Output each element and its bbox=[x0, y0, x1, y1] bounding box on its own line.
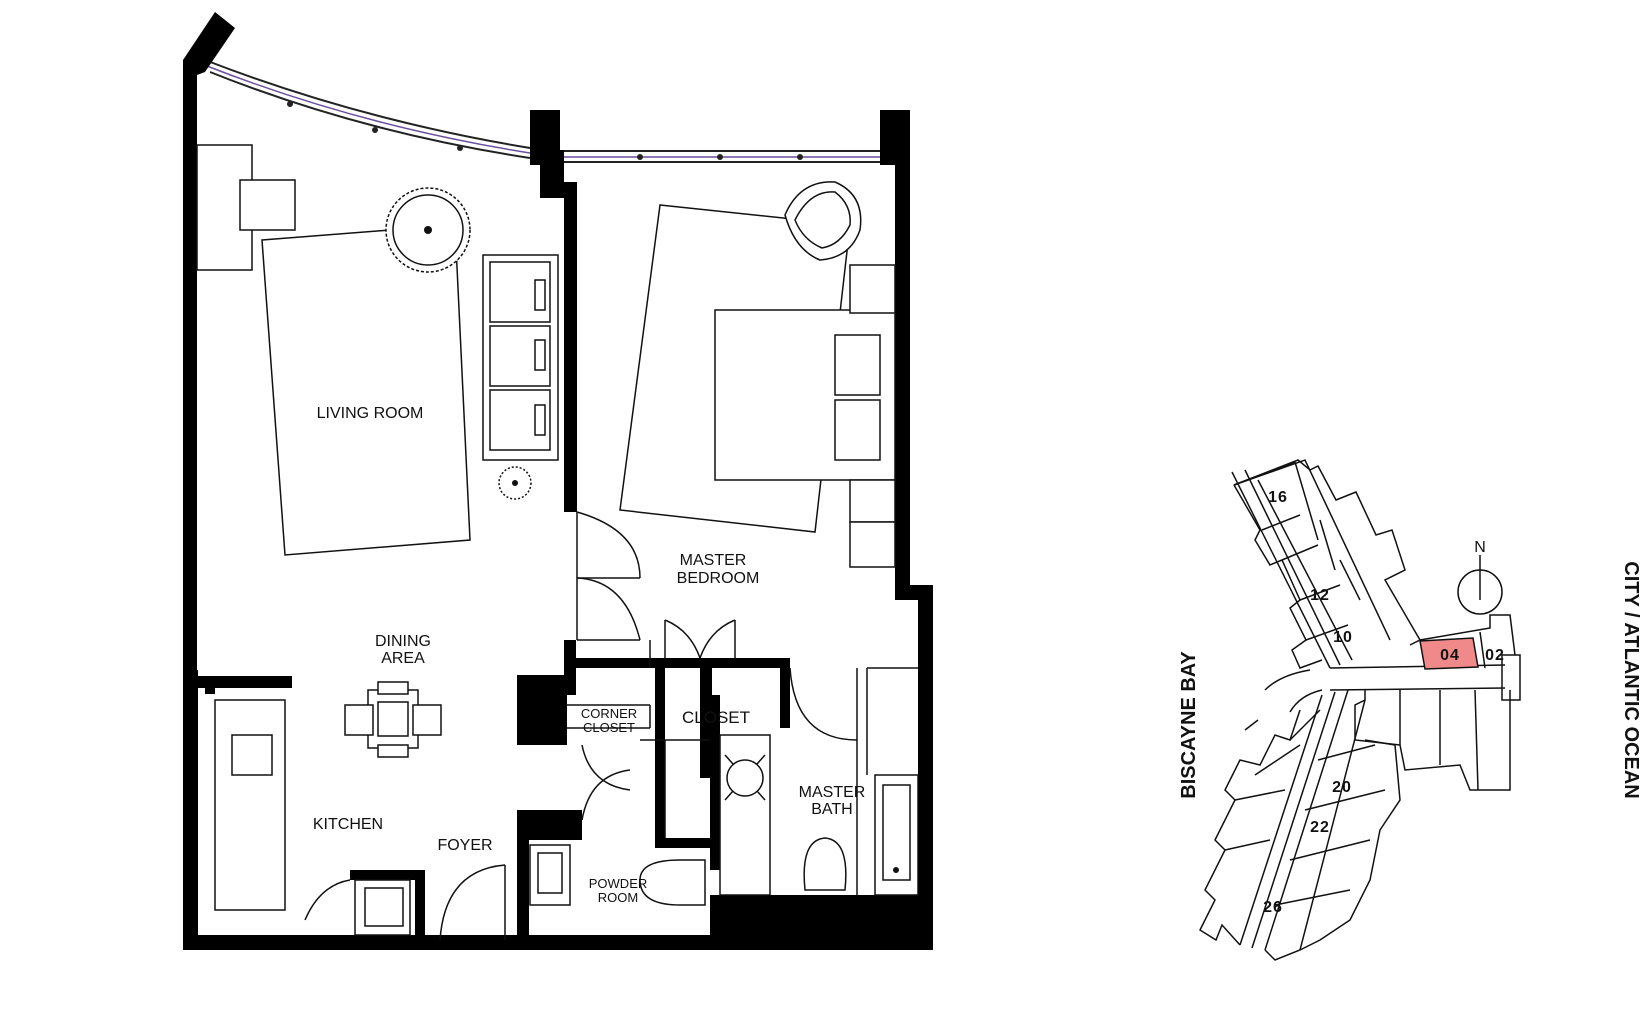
unit-22: 22 bbox=[1310, 819, 1330, 836]
label-foyer: FOYER bbox=[437, 837, 492, 854]
unit-04-highlight bbox=[1419, 637, 1479, 670]
city-ocean-label: CITY / ATLANTIC OCEAN bbox=[1620, 561, 1642, 798]
label-corner-closet-1: CORNER bbox=[581, 706, 637, 721]
unit-floor-plan: LIVING ROOM MASTER BEDROOM DINING AREA K… bbox=[183, 12, 933, 950]
label-powder-room-1: POWDER bbox=[589, 876, 648, 891]
unit-16: 16 bbox=[1268, 489, 1288, 506]
label-powder-room-2: ROOM bbox=[598, 890, 638, 905]
unit-12: 12 bbox=[1310, 587, 1330, 604]
label-master-bath-1: MASTER bbox=[799, 784, 866, 801]
unit-02: 02 bbox=[1485, 647, 1505, 664]
unit-20: 20 bbox=[1332, 779, 1352, 796]
biscayne-bay-label: BISCAYNE BAY bbox=[1178, 651, 1200, 799]
unit-04: 04 bbox=[1440, 647, 1460, 664]
north-arrow-icon: N bbox=[1457, 539, 1503, 615]
label-kitchen: KITCHEN bbox=[313, 816, 383, 833]
north-label: N bbox=[1474, 539, 1486, 556]
label-master-bath-2: BATH bbox=[811, 801, 852, 818]
label-master-bedroom-2: BEDROOM bbox=[677, 570, 760, 587]
label-dining-2: AREA bbox=[381, 650, 425, 667]
label-dining-1: DINING bbox=[375, 633, 431, 650]
label-master-bedroom-1: MASTER bbox=[680, 552, 747, 569]
building-key-plan: N 16 12 10 04 02 20 22 26 BISCAYNE BAY C… bbox=[1178, 459, 1642, 961]
unit-10: 10 bbox=[1333, 629, 1353, 646]
unit-26: 26 bbox=[1263, 899, 1283, 916]
label-living-room: LIVING ROOM bbox=[317, 405, 424, 422]
label-corner-closet-2: CLOSET bbox=[583, 720, 635, 735]
label-closet: CLOSET bbox=[682, 708, 750, 727]
